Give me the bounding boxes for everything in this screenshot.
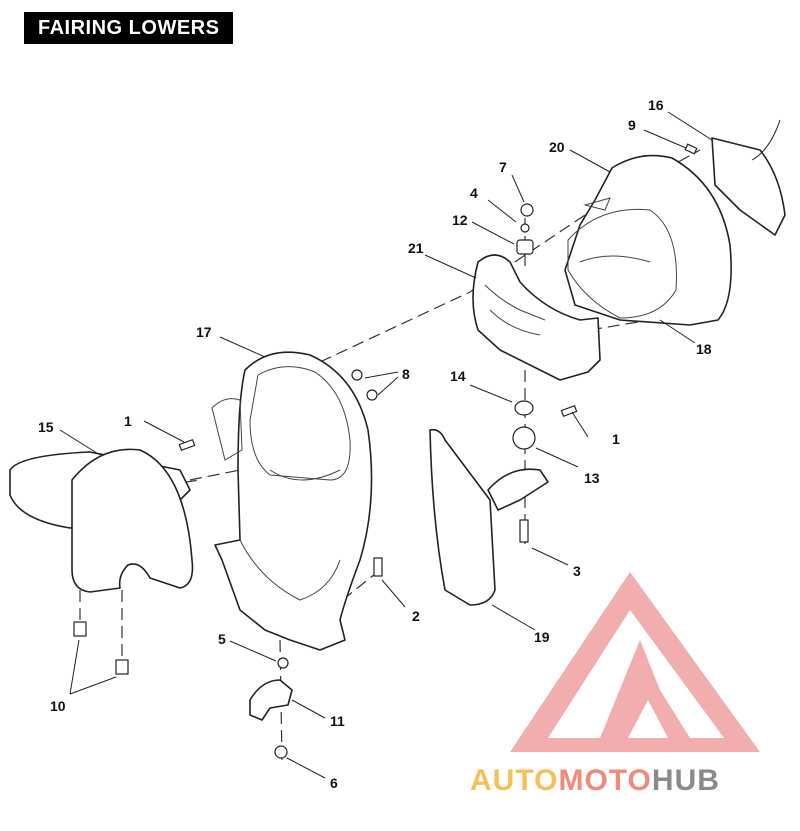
callout-16: 16 (648, 97, 664, 113)
part-7-nut (520, 203, 534, 217)
watermark-auto: AUTO (470, 764, 558, 797)
logo-triangle (510, 572, 760, 752)
part-21-inner-bracket (472, 254, 601, 381)
part-4-washer (520, 223, 530, 233)
callout-7: 7 (499, 159, 507, 175)
part-3-screw (519, 519, 529, 543)
part-17-fairing-lower (211, 351, 373, 651)
watermark-moto: MOTO (558, 764, 651, 797)
watermark-logo (510, 572, 760, 752)
callout-9: 9 (628, 117, 636, 133)
part-2-screw (373, 557, 383, 577)
part-10-clip-b (115, 659, 129, 675)
callout-19: 19 (534, 629, 550, 645)
part-15-left-cover (9, 448, 194, 593)
callout-5: 5 (218, 631, 226, 647)
part-14-washer (514, 400, 534, 416)
logo-m-shape (600, 640, 690, 738)
callout-18: 18 (696, 341, 712, 357)
hardware-items (73, 143, 698, 759)
part-11-clamp (249, 679, 293, 721)
part-16-panel (711, 119, 786, 236)
callout-10: 10 (50, 698, 66, 714)
leader-lines (59, 111, 713, 779)
part-13-gear-washer (512, 426, 536, 450)
diagram-title: FAIRING LOWERS (24, 12, 234, 44)
callout-20: 20 (549, 139, 565, 155)
callout-15: 15 (38, 419, 54, 435)
callout-labels: 1 1 2 3 4 5 6 7 8 9 10 11 12 13 14 15 16… (38, 97, 712, 791)
callout-2: 2 (412, 608, 420, 624)
callout-4: 4 (470, 185, 478, 201)
part-1-screw-right (560, 405, 578, 417)
callout-13: 13 (584, 470, 600, 486)
callout-1-left: 1 (124, 413, 132, 429)
part-19-right-cover (429, 428, 549, 606)
callout-6: 6 (330, 775, 338, 791)
callout-3: 3 (573, 563, 581, 579)
watermark-hub: HUB (652, 764, 720, 797)
callout-21: 21 (408, 240, 424, 256)
callout-11: 11 (330, 713, 345, 729)
part-6-nut (274, 745, 288, 759)
callout-12: 12 (452, 212, 468, 228)
callout-17: 17 (196, 324, 212, 340)
part-10-clip-a (73, 621, 87, 637)
part-9-screw (684, 143, 698, 155)
callout-1-right: 1 (612, 431, 620, 447)
part-1-screw-left (178, 439, 196, 451)
part-5-washer (277, 657, 289, 669)
part-12-spacer (516, 239, 534, 255)
callout-14: 14 (450, 368, 466, 384)
watermark-text: AUTOMOTOHUB (470, 764, 720, 797)
callout-8: 8 (402, 366, 410, 382)
part-8-washer-b (366, 389, 378, 401)
part-8-washer-a (351, 369, 363, 381)
part-20-right-cover (564, 154, 732, 326)
